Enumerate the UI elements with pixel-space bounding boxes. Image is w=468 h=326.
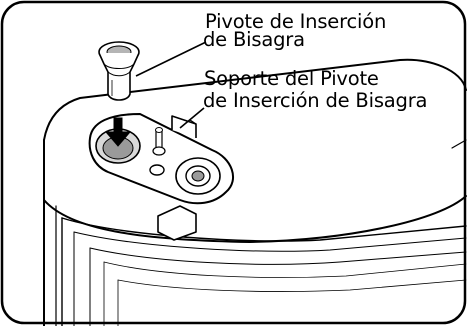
device-body xyxy=(43,58,467,326)
body-tab xyxy=(157,205,197,241)
threaded-boss xyxy=(175,157,221,195)
callout-hinge-pivot-insert-line1: Pivote de Inserción xyxy=(205,10,387,33)
down-arrow-icon xyxy=(104,117,132,147)
pivot-insert-part xyxy=(98,41,140,101)
callout-hinge-pivot-insert-line2: de Bisagra xyxy=(203,28,305,51)
center-post xyxy=(149,127,166,176)
callout-hinge-pivot-support-line2: de Inserción de Bisagra xyxy=(203,89,428,112)
callout-hinge-pivot-support-line1: Soporte del Pivote xyxy=(204,67,379,90)
leader-lines xyxy=(135,41,207,129)
